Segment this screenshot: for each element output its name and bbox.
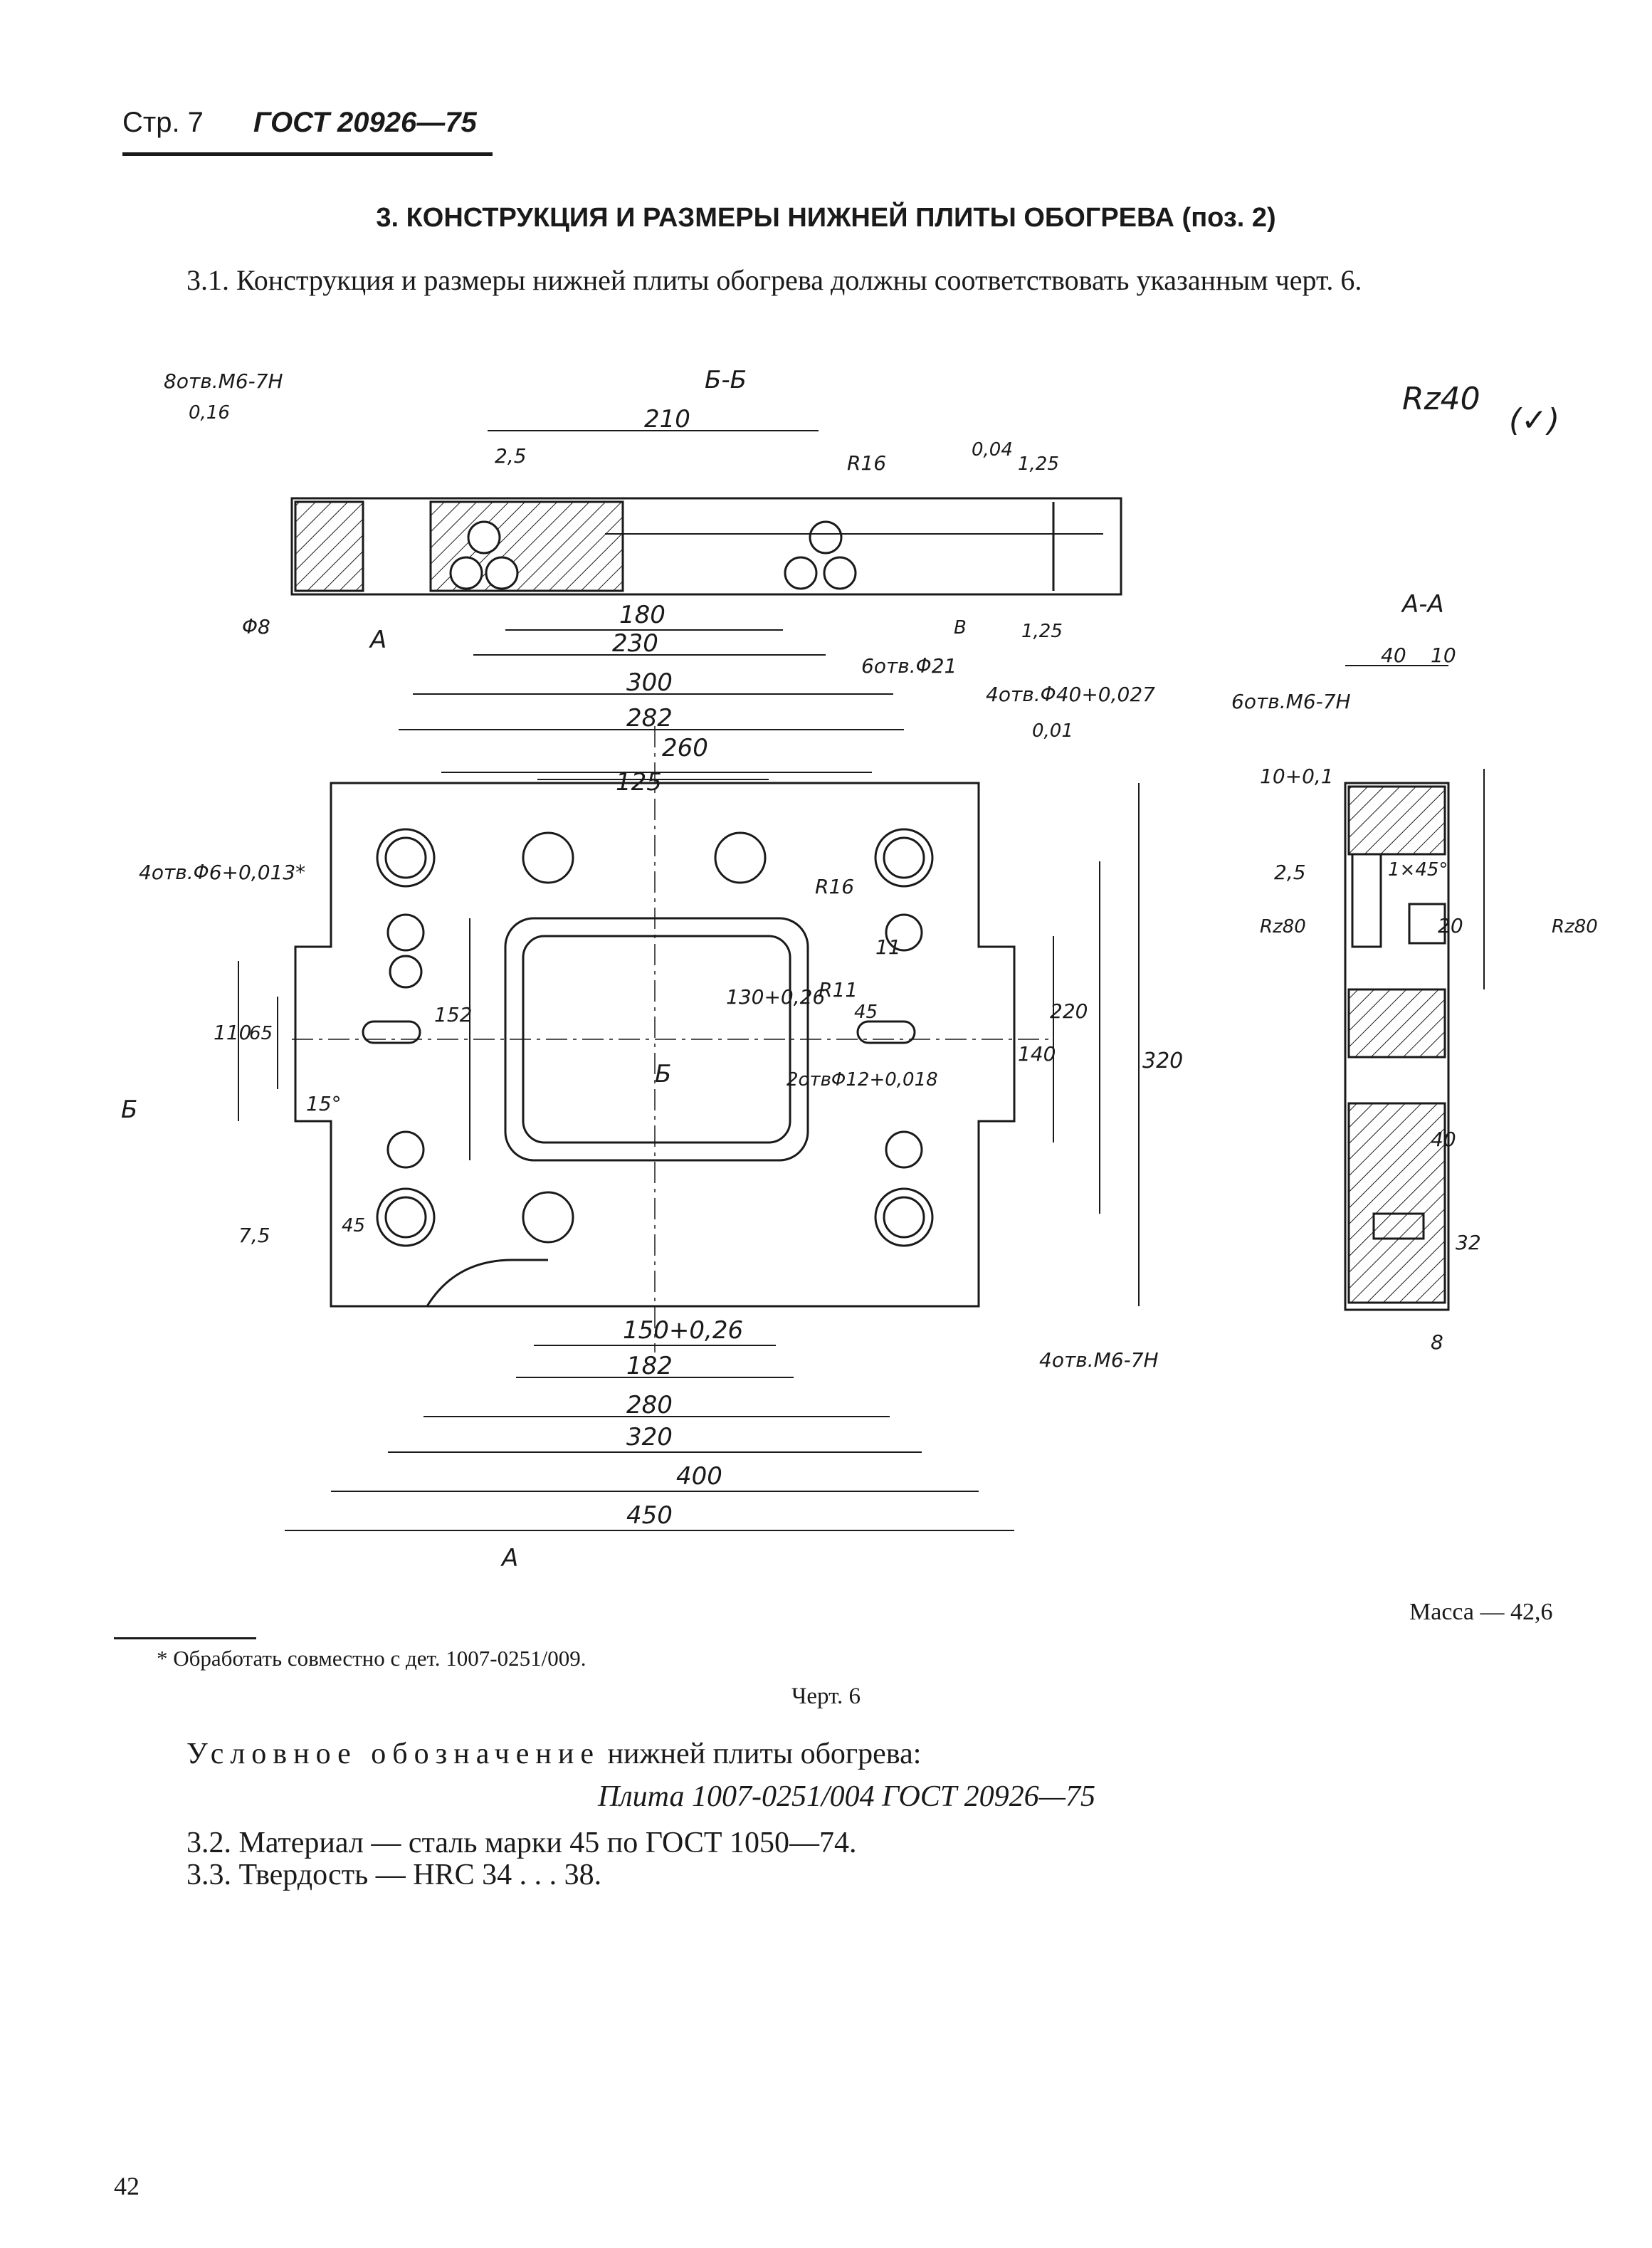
dim-182: 182 bbox=[626, 1352, 673, 1380]
aa-rz80b: Rz80 bbox=[1552, 916, 1598, 937]
dim-11: 11 bbox=[875, 935, 901, 959]
section-aa-label: А-А bbox=[1401, 590, 1444, 619]
label-holes-40: 4отв.Φ40+0,027 bbox=[986, 683, 1155, 706]
paragraph-3-1: 3.1. Конструкция и размеры нижней плиты … bbox=[186, 264, 1362, 296]
dim-220: 220 bbox=[1050, 999, 1088, 1023]
aa-holes-m6-6: 6отв.М6-7Н bbox=[1231, 690, 1351, 713]
paragraph-3-2: 3.2. Материал — сталь марки 45 по ГОСТ 1… bbox=[186, 1827, 857, 1859]
page-ref: Стр. 7 bbox=[122, 107, 204, 138]
dim-320: 320 bbox=[626, 1423, 673, 1451]
dim-140: 140 bbox=[1018, 1042, 1056, 1066]
roughness-paren: (✓) bbox=[1509, 402, 1559, 438]
dim-65: 65 bbox=[249, 1023, 273, 1044]
dim-150: 150+0,26 bbox=[623, 1316, 743, 1345]
footnote: * Обработать совместно с дет. 1007-0251/… bbox=[157, 1646, 586, 1671]
dim-2-5: 2,5 bbox=[495, 444, 527, 468]
dim-230: 230 bbox=[612, 629, 658, 658]
dim-r16: R16 bbox=[847, 451, 886, 475]
aa-dim-20: 20 bbox=[1438, 914, 1463, 937]
dim-180: 180 bbox=[619, 601, 665, 629]
dim-125: 125 bbox=[616, 768, 662, 797]
dim-300: 300 bbox=[626, 668, 673, 697]
dim-130: 130+0,26 bbox=[726, 985, 825, 1009]
designation-example: Плита 1007-0251/004 ГОСТ 20926—75 bbox=[598, 1780, 1096, 1813]
section-mark-a-top: А bbox=[369, 626, 386, 654]
aa-rz80: Rz80 bbox=[1260, 916, 1306, 937]
mass-note: Масса — 42,6 bbox=[1409, 1599, 1553, 1625]
label-parallel-tol: 0,04 bbox=[972, 439, 1013, 461]
footnote-rule bbox=[114, 1637, 256, 1639]
figure-caption: Черт. 6 bbox=[791, 1684, 861, 1709]
section-mark-b-center: Б bbox=[655, 1060, 671, 1088]
dim-152: 152 bbox=[434, 1003, 472, 1026]
label-holes-12: 2отвΦ12+0,018 bbox=[786, 1069, 938, 1091]
dim-280: 280 bbox=[626, 1391, 673, 1419]
dim-45b: 45 bbox=[854, 1002, 878, 1023]
dim-210: 210 bbox=[644, 405, 690, 434]
dim-45c: 45 bbox=[342, 1215, 365, 1236]
label-pos-tol-1: 0,16 bbox=[189, 402, 230, 424]
dim-15deg: 15° bbox=[306, 1092, 342, 1115]
label-holes-21: 6отв.Φ21 bbox=[861, 654, 957, 678]
dim-282: 282 bbox=[626, 704, 673, 732]
dim-7-5: 7,5 bbox=[238, 1224, 270, 1247]
label-holes-m6-8: 8отв.М6-7Н bbox=[164, 369, 283, 393]
designation-label: Условное обозначение нижней плиты обогре… bbox=[186, 1737, 921, 1771]
aa-chamfer: 1×45° bbox=[1388, 859, 1448, 881]
aa-dim-8: 8 bbox=[1431, 1330, 1443, 1354]
section-bb-view bbox=[290, 497, 1122, 596]
roughness-mark: Rz40 bbox=[1402, 381, 1480, 417]
dim-r11: R11 bbox=[819, 978, 858, 1002]
page-header: Стр. 7 ГОСТ 20926—75 bbox=[122, 107, 477, 139]
dim-320v: 320 bbox=[1142, 1049, 1183, 1073]
label-holes-6: 4отв.Φ6+0,013* bbox=[139, 861, 305, 884]
section-bb-label: Б-Б bbox=[705, 366, 747, 394]
header-rule bbox=[122, 152, 493, 156]
standard-ref: ГОСТ 20926—75 bbox=[253, 107, 477, 138]
dim-d8: Φ8 bbox=[242, 615, 270, 639]
section-aa-view bbox=[1344, 782, 1450, 1311]
designation-label-rest: нижней плиты обогрева: bbox=[600, 1738, 922, 1770]
aa-dim-10-tol: 10+0,1 bbox=[1260, 765, 1334, 788]
dim-r16b: R16 bbox=[815, 875, 854, 898]
aa-dim-10: 10 bbox=[1431, 644, 1456, 667]
section-mark-a-bottom: А bbox=[500, 1544, 518, 1572]
label-tol-001: 0,01 bbox=[1032, 720, 1073, 742]
paragraph-3-3: 3.3. Твердость — HRC 34 . . . 38. bbox=[186, 1859, 602, 1891]
section-title: 3. КОНСТРУКЦИЯ И РАЗМЕРЫ НИЖНЕЙ ПЛИТЫ ОБ… bbox=[376, 203, 1276, 233]
page-number: 42 bbox=[114, 2172, 140, 2200]
label-holes-m6-4: 4отв.М6-7Н bbox=[1039, 1348, 1159, 1372]
technical-drawing: Б-Б А-А Rz40 (✓) 8отв.М6-7Н 0,16 210 2,5… bbox=[121, 366, 1598, 1572]
aa-dim-32: 32 bbox=[1456, 1231, 1481, 1254]
label-rough-1-25b: 1,25 bbox=[1021, 621, 1063, 642]
aa-dim-40b: 40 bbox=[1431, 1128, 1456, 1151]
aa-dim-2-5: 2,5 bbox=[1274, 861, 1306, 884]
label-datum-b: В bbox=[954, 617, 967, 639]
dimension-lines bbox=[238, 430, 1485, 1531]
section-mark-b-left: Б bbox=[121, 1096, 137, 1124]
plan-view bbox=[292, 726, 1053, 1353]
designation-label-spaced: Условное обозначение bbox=[186, 1738, 601, 1770]
dim-260: 260 bbox=[662, 734, 708, 762]
dim-450: 450 bbox=[626, 1501, 673, 1530]
dim-110: 110 bbox=[214, 1021, 251, 1044]
label-rough-1-25: 1,25 bbox=[1018, 453, 1059, 475]
aa-dim-40: 40 bbox=[1381, 644, 1406, 667]
dim-400: 400 bbox=[676, 1462, 722, 1491]
